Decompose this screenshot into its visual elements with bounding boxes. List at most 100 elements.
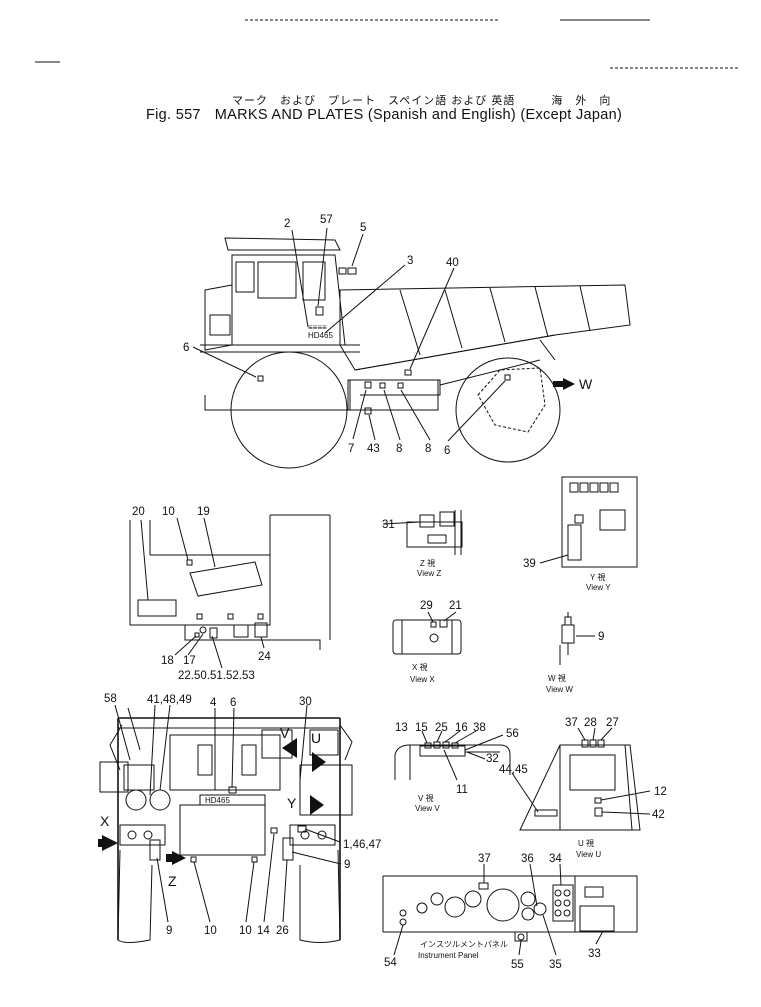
callout: 10 <box>162 506 175 518</box>
callout: 43 <box>367 443 380 455</box>
view-w <box>559 612 595 665</box>
callout: 9 <box>344 859 350 871</box>
figure-number: Fig. 557 <box>146 107 201 123</box>
svg-text:HD465: HD465 <box>205 796 230 805</box>
callout: 34 <box>549 853 562 865</box>
callout: 21 <box>449 600 462 612</box>
callout: 11 <box>456 784 468 796</box>
callout: 18 <box>161 655 174 667</box>
header-rules <box>35 19 740 69</box>
view-x <box>392 611 462 655</box>
arrow-w-icon <box>553 378 575 390</box>
callout: 19 <box>197 506 210 518</box>
callout: 42 <box>652 809 665 821</box>
rear-view-callouts: 58 41,48,49 4 6 30 V U Y X Z 1,46,47 9 9… <box>100 693 381 937</box>
view-z <box>382 510 463 555</box>
truck-side-view: ≡≡≡≡ HD465 <box>192 227 631 469</box>
view-y <box>539 476 638 568</box>
view-w-caption-jp: W 視 <box>548 674 566 683</box>
callout: 38 <box>473 722 486 734</box>
view-u-caption-jp: U 視 <box>578 839 594 848</box>
instrument-panel-caption: Instrument Panel <box>418 951 479 960</box>
view-v-caption: View V <box>415 804 440 813</box>
callout: 17 <box>183 655 196 667</box>
callout: 58 <box>104 693 117 705</box>
callout: 2 <box>284 218 290 230</box>
view-z-caption-jp: Z 視 <box>420 559 435 568</box>
callout: 35 <box>549 959 562 971</box>
callout: 5 <box>360 222 366 234</box>
callout: 54 <box>384 957 397 969</box>
callout: W <box>579 376 593 392</box>
callout: 12 <box>654 786 667 798</box>
instrument-panel-callouts: 37 36 34 54 55 35 33 <box>384 853 601 971</box>
callout: 20 <box>132 506 145 518</box>
callout: 26 <box>276 925 289 937</box>
view-x-caption-jp: X 視 <box>412 663 428 672</box>
callout: 1,46,47 <box>343 839 381 851</box>
callout: 6 <box>183 342 189 354</box>
callout: 29 <box>420 600 433 612</box>
callout: 14 <box>257 925 270 937</box>
callout: 24 <box>258 651 271 663</box>
callout: 3 <box>407 255 413 267</box>
callout: 41,48,49 <box>147 694 192 706</box>
callout: 22.50.51.52.53 <box>178 670 255 682</box>
arrow-right-icon <box>310 795 324 815</box>
callout: 56 <box>506 728 519 740</box>
callout: X <box>100 813 110 829</box>
figure-title-text: MARKS AND PLATES (Spanish and English) (… <box>214 107 623 123</box>
callout: 37 <box>565 717 578 729</box>
view-w-caption: View W <box>546 685 573 694</box>
callout: 4 <box>210 697 217 709</box>
frame-detail <box>129 514 331 669</box>
callout: 25 <box>435 722 448 734</box>
view-y-caption: View Y <box>586 583 611 592</box>
callout: 37 <box>478 853 491 865</box>
svg-text:HD465: HD465 <box>308 331 333 340</box>
callout: 16 <box>455 722 468 734</box>
view-z-caption: View Z <box>417 569 441 578</box>
callout: V <box>280 725 290 741</box>
callout: 39 <box>523 558 536 570</box>
callout: 9 <box>598 631 604 643</box>
callout: 8 <box>425 443 431 455</box>
callout: 32 <box>486 753 499 765</box>
arrow-right-icon <box>312 752 326 772</box>
view-u-callouts: 37 28 27 44,45 12 42 <box>499 717 667 821</box>
callout: 40 <box>446 257 459 269</box>
callout: 6 <box>230 697 236 709</box>
view-v-callouts: 13 15 25 16 38 56 32 11 <box>395 722 519 796</box>
callout: 10 <box>204 925 217 937</box>
arrow-left-icon <box>282 738 297 758</box>
callout: 44,45 <box>499 764 528 776</box>
callout: 55 <box>511 959 524 971</box>
arrow-right-icon <box>166 851 186 865</box>
callout: Y <box>287 795 297 811</box>
callout: 28 <box>584 717 597 729</box>
callout: 31 <box>382 519 395 531</box>
svg-text:≡≡≡≡: ≡≡≡≡ <box>308 323 327 332</box>
callout: 9 <box>166 925 172 937</box>
view-u-caption: View U <box>576 850 601 859</box>
callout: 57 <box>320 214 333 226</box>
view-y-caption-jp: Y 視 <box>590 573 605 582</box>
rear-view: HD465 <box>98 704 353 943</box>
callout: 6 <box>444 445 450 457</box>
view-u <box>511 727 651 831</box>
instrument-panel-caption-jp: インスツルメントパネル <box>420 940 508 949</box>
view-v <box>394 730 511 781</box>
view-x-caption: View X <box>410 675 435 684</box>
callout: U <box>311 730 321 746</box>
instrument-panel <box>382 863 638 956</box>
callout: 10 <box>239 925 252 937</box>
view-v-caption-jp: V 視 <box>418 794 434 803</box>
title-japanese: マーク および プレート スペイン語 および 英語 海 外 向 <box>232 95 612 107</box>
callout: 27 <box>606 717 619 729</box>
callout: 13 <box>395 722 408 734</box>
frame-detail-callouts: 20 10 19 18 17 22.50.51.52.53 24 <box>132 506 271 682</box>
callout: 7 <box>348 443 354 455</box>
callout: 33 <box>588 948 601 960</box>
